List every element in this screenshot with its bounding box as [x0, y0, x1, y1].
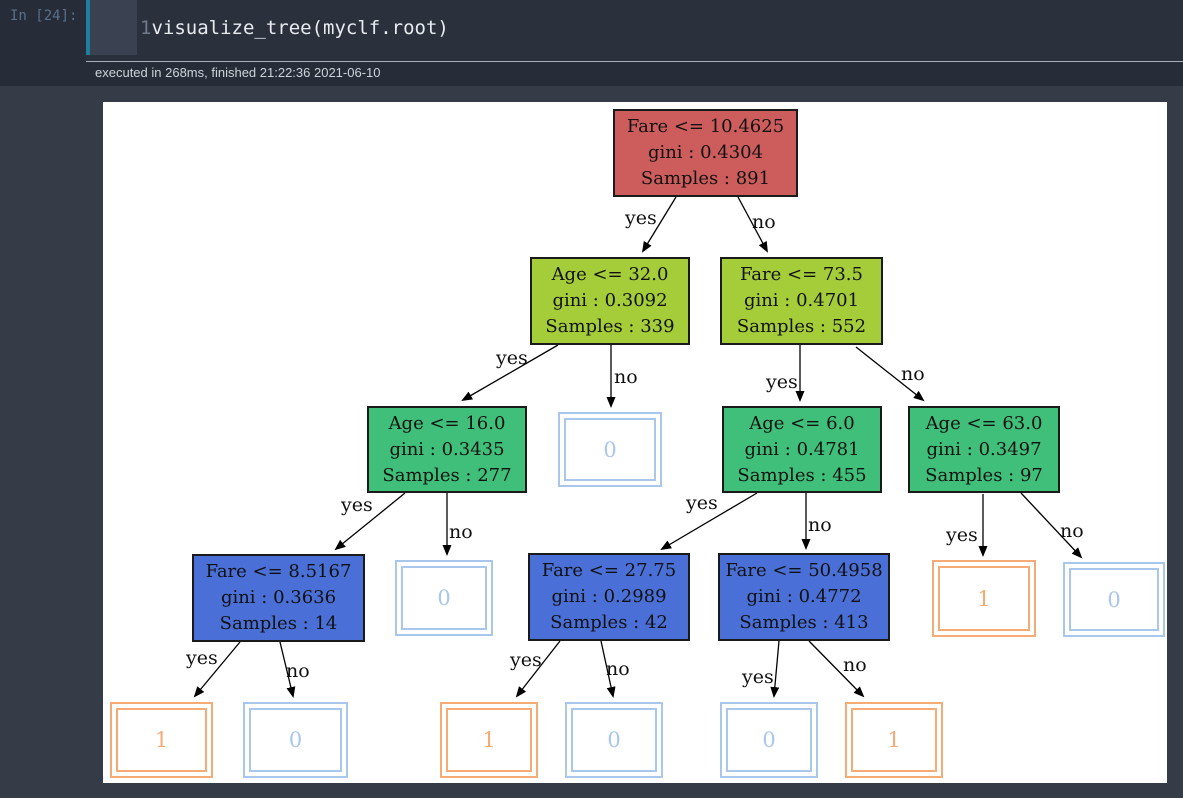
node-samples: Samples : 97 — [925, 465, 1043, 486]
tree-node-age63: Age <= 63.0 gini : 0.3497 Samples : 97 — [908, 406, 1060, 493]
node-condition: Age <= 6.0 — [749, 413, 855, 434]
leaf-node: 0 — [565, 702, 663, 778]
node-condition: Fare <= 50.4958 — [725, 560, 883, 581]
code-line[interactable]: 1visualize_tree(myclf.root) — [140, 17, 449, 39]
tree-node-fare2775: Fare <= 27.75 gini : 0.2989 Samples : 42 — [528, 553, 690, 641]
leaf-node: 0 — [558, 412, 662, 487]
edge-label-no: no — [843, 654, 867, 676]
edge-label-yes: yes — [686, 492, 718, 514]
edge-label-no: no — [901, 363, 925, 385]
cell-input-area[interactable]: 1visualize_tree(myclf.root) — [86, 0, 1183, 62]
node-samples: Samples : 339 — [545, 316, 675, 337]
tree-node-age6: Age <= 6.0 gini : 0.4781 Samples : 455 — [722, 406, 882, 493]
edge-label-no: no — [808, 514, 832, 536]
node-condition: Fare <= 8.5167 — [205, 561, 352, 582]
leaf-node: 1 — [845, 702, 943, 778]
edge-label-no: no — [449, 521, 473, 543]
leaf-node: 0 — [720, 702, 818, 778]
node-samples: Samples : 891 — [640, 168, 771, 189]
code-text[interactable]: visualize_tree(myclf.root) — [151, 17, 449, 39]
leaf-value: 0 — [1069, 568, 1159, 631]
edge-label-no: no — [606, 658, 630, 680]
node-gini: gini : 0.3435 — [389, 439, 505, 460]
leaf-node: 1 — [440, 702, 538, 778]
line-number: 1 — [140, 17, 152, 39]
tree-node-fare5049: Fare <= 50.4958 gini : 0.4772 Samples : … — [718, 553, 890, 641]
node-condition: Age <= 16.0 — [388, 413, 506, 434]
node-gini: gini : 0.4781 — [744, 439, 860, 460]
node-samples: Samples : 455 — [737, 465, 867, 486]
edge-label-yes: yes — [766, 371, 798, 393]
node-gini: gini : 0.2989 — [551, 586, 667, 607]
cell-selection-bar — [86, 0, 90, 55]
edge-label-no: no — [1060, 520, 1084, 542]
leaf-value: 1 — [446, 708, 532, 772]
leaf-node: 0 — [243, 702, 348, 778]
leaf-value: 1 — [851, 708, 937, 772]
leaf-value: 1 — [116, 708, 207, 772]
line-number-gutter — [90, 0, 137, 55]
code-cell: In [24]: 1visualize_tree(myclf.root) exe… — [0, 0, 1183, 86]
execution-time-strip: executed in 268ms, finished 21:22:36 202… — [86, 62, 1183, 86]
node-gini: gini : 0.4701 — [743, 290, 860, 311]
node-condition: Fare <= 10.4625 — [626, 116, 785, 137]
leaf-value: 1 — [938, 566, 1030, 631]
edge-label-yes: yes — [341, 494, 373, 516]
node-condition: Age <= 63.0 — [925, 413, 1043, 434]
leaf-value: 0 — [726, 708, 812, 772]
node-samples: Samples : 277 — [382, 465, 512, 486]
edge-label-yes: yes — [496, 347, 528, 369]
cell-prompt: In [24]: — [10, 8, 78, 24]
node-condition: Fare <= 27.75 — [541, 560, 677, 581]
node-gini: gini : 0.4304 — [647, 142, 764, 163]
tree-node-age32: Age <= 32.0 gini : 0.3092 Samples : 339 — [530, 257, 690, 345]
leaf-node: 1 — [932, 560, 1036, 637]
leaf-node: 0 — [1063, 562, 1165, 637]
node-samples: Samples : 42 — [550, 612, 668, 633]
node-samples: Samples : 552 — [736, 316, 867, 337]
node-gini: gini : 0.4772 — [746, 586, 862, 607]
node-gini: gini : 0.3636 — [220, 587, 337, 608]
edge-label-yes: yes — [186, 647, 218, 669]
edge-label-no: no — [614, 366, 638, 388]
leaf-value: 0 — [571, 708, 657, 772]
tree-node-age16: Age <= 16.0 gini : 0.3435 Samples : 277 — [367, 406, 527, 493]
node-condition: Fare <= 73.5 — [740, 264, 863, 285]
leaf-value: 0 — [249, 708, 342, 772]
node-gini: gini : 0.3497 — [926, 439, 1042, 460]
tree-node-root: Fare <= 10.4625 gini : 0.4304 Samples : … — [613, 109, 798, 197]
edge-label-yes: yes — [946, 524, 978, 546]
execution-status: executed in 268ms, finished 21:22:36 202… — [95, 65, 381, 80]
edge-label-yes: yes — [625, 207, 657, 229]
edge-label-yes: yes — [742, 666, 774, 688]
leaf-node: 0 — [395, 560, 493, 636]
edge-label-yes: yes — [510, 649, 542, 671]
tree-node-fare85: Fare <= 8.5167 gini : 0.3636 Samples : 1… — [192, 554, 365, 642]
node-samples: Samples : 14 — [219, 613, 338, 634]
node-condition: Age <= 32.0 — [551, 264, 669, 285]
edge-label-no: no — [286, 660, 310, 682]
leaf-value: 0 — [401, 566, 487, 630]
tree-node-fare73: Fare <= 73.5 gini : 0.4701 Samples : 552 — [720, 257, 883, 345]
node-gini: gini : 0.3092 — [552, 290, 668, 311]
edge-label-no: no — [752, 211, 776, 233]
node-samples: Samples : 413 — [739, 612, 869, 633]
leaf-value: 0 — [564, 418, 656, 481]
leaf-node: 1 — [110, 702, 213, 778]
